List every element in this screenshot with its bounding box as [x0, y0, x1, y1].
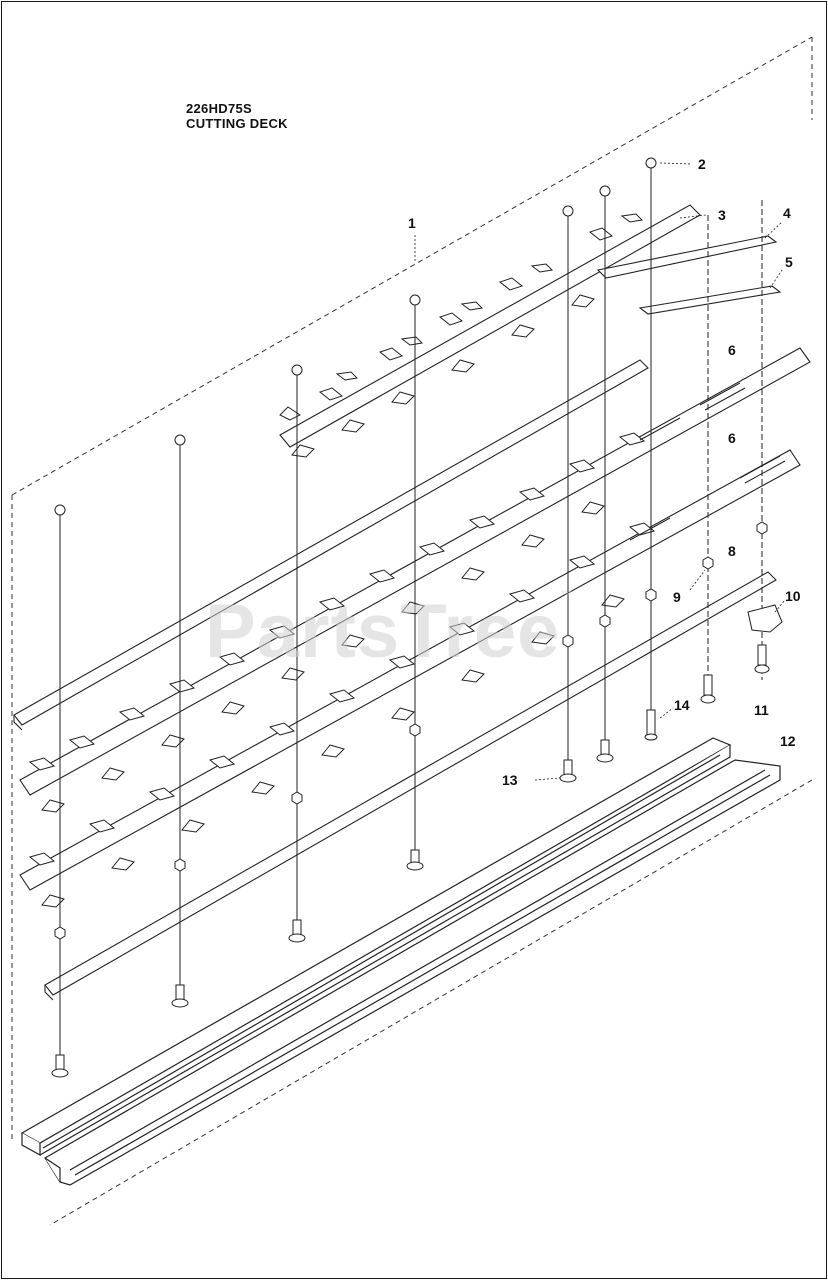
callout-10: 10 [785, 588, 801, 604]
callout-12: 12 [780, 733, 796, 749]
bolt-axes [59, 165, 652, 1060]
callout-1: 1 [408, 215, 416, 231]
bracket [747, 604, 783, 633]
nuts-mid [54, 521, 768, 940]
blade-slots [629, 382, 786, 541]
callout-6a: 6 [728, 342, 736, 358]
partstree-watermark: PartsTree™ [205, 588, 574, 674]
callout-5: 5 [785, 254, 793, 270]
dashed-axes [707, 200, 763, 700]
bolts-bottom [51, 644, 770, 1078]
callout-4: 4 [783, 205, 791, 221]
blade-teeth-lower [28, 432, 656, 908]
callout-2: 2 [698, 156, 706, 172]
callout-11: 11 [754, 702, 769, 718]
callout-3: 3 [718, 207, 726, 223]
callout-6b: 6 [728, 430, 736, 446]
assembly-boundary [11, 36, 813, 1226]
callout-14: 14 [674, 697, 690, 713]
callout-8: 8 [728, 543, 736, 559]
nuts-top [54, 157, 657, 516]
blade-upper [279, 204, 701, 448]
blade-upper-teeth [279, 213, 644, 458]
guide-rail [20, 737, 781, 1186]
callout-9: 9 [673, 589, 681, 605]
spacer-bar-lower [44, 571, 777, 1001]
short-bars [596, 235, 782, 315]
diagram-title: CUTTING DECK [186, 116, 288, 131]
diagram-model: 226HD75S [186, 101, 252, 116]
leader-lines [414, 162, 786, 781]
spacer-bar-upper [13, 359, 649, 731]
callout-13: 13 [502, 772, 518, 788]
